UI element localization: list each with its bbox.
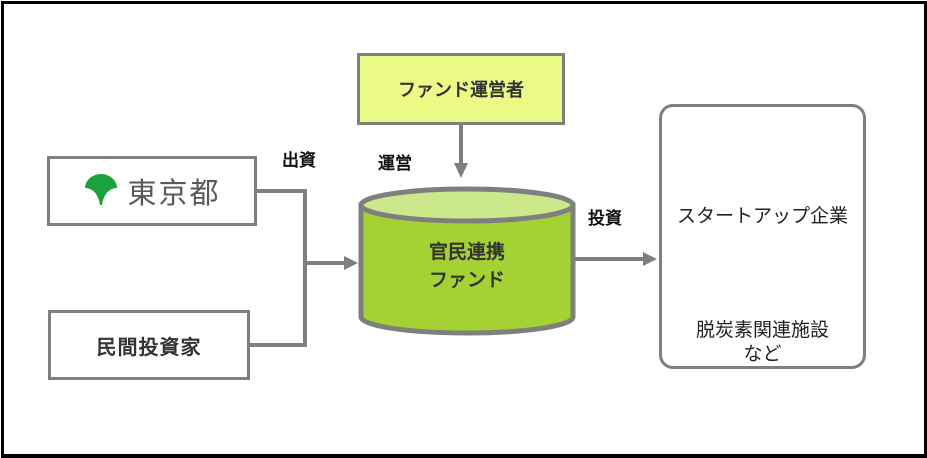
tokyo-label: 東京都 — [127, 176, 221, 210]
target-startup-label: スタートアップ企業 — [676, 205, 848, 227]
edge-label-operate: 運営 — [378, 154, 412, 174]
connector-investor — [250, 263, 307, 347]
fund-cylinder — [358, 186, 576, 336]
tokyo-ginkgo-logo-icon — [85, 174, 118, 205]
private-investor-box: 民間投資家 — [48, 310, 250, 380]
investment-target-box: スタートアップ企業 脱炭素関連施設 など — [659, 104, 866, 369]
arrowhead-into-fund — [344, 256, 358, 270]
arrowhead-invest-out — [643, 252, 657, 266]
fund-label-line1: 官民連携 — [428, 241, 505, 263]
fund-label: 官民連携 ファンド — [360, 238, 574, 294]
arrowhead-operate — [454, 163, 468, 178]
edge-label-invest-out: 投資 — [588, 209, 622, 229]
investor-label: 民間投資家 — [96, 334, 202, 359]
target-etc-label: など — [743, 343, 782, 365]
fund-operator-box: ファンド運営者 — [357, 53, 565, 125]
edge-label-invest-in: 出資 — [282, 151, 316, 171]
operator-label: ファンド運営者 — [398, 80, 524, 101]
connector-tokyo — [257, 189, 307, 263]
tokyo-metropolitan-box: 東京都 — [47, 156, 257, 226]
fund-label-line2: ファンド — [428, 269, 505, 291]
target-decarbon-label: 脱炭素関連施設 — [695, 319, 829, 341]
